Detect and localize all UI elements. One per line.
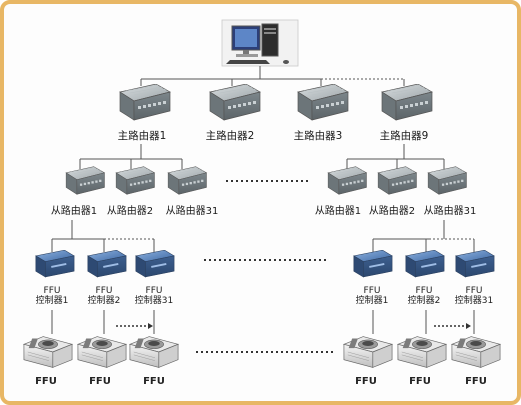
ffu-left-31-label: FFU	[143, 376, 165, 387]
ffu-left-1-label: FFU	[35, 376, 57, 387]
ffu-left-2-icon	[77, 336, 127, 368]
ffu-right-2-icon	[397, 336, 447, 368]
main-router-1-label: 主路由器1	[117, 130, 167, 142]
ffu-arrow-right	[434, 323, 471, 329]
sub-router-right-1-icon	[327, 166, 367, 195]
ffu-right-1-icon	[343, 336, 393, 368]
controller-right-31-type: FFU	[465, 286, 483, 296]
sub-router-left-31-icon	[167, 166, 207, 195]
main-router-2-label: 主路由器2	[205, 130, 255, 142]
right-sub-bus	[346, 144, 445, 169]
ffu-links	[51, 310, 475, 334]
right-ctrl-bus	[372, 220, 475, 252]
ffu-left-1-icon	[23, 336, 73, 368]
sub-router-left-1-label: 从路由器1	[50, 206, 98, 217]
controller-left-2-name: 控制器2	[87, 296, 121, 306]
main-router-3-label: 主路由器3	[293, 130, 343, 142]
controller-right-1-name: 控制器1	[355, 296, 389, 306]
controller-left-31-icon	[135, 250, 175, 278]
network-topology-diagram	[23, 19, 501, 368]
main-router-3-icon	[297, 84, 349, 121]
main-router-2-icon	[209, 84, 261, 121]
sub-router-left-31-label: 从路由器31	[165, 206, 219, 217]
controller-left-2-type: FFU	[95, 286, 113, 296]
sub-router-right-31-label: 从路由器31	[423, 206, 477, 217]
controller-right-2-type: FFU	[415, 286, 433, 296]
ffu-right-31-icon	[451, 336, 501, 368]
controller-right-1-icon	[353, 250, 393, 278]
ffu-right-2-label: FFU	[409, 376, 431, 387]
sub-router-right-1-label: 从路由器1	[314, 206, 362, 217]
controller-left-1-icon	[35, 250, 75, 278]
controller-right-31-name: 控制器31	[454, 296, 494, 306]
controller-left-2-icon	[87, 250, 127, 278]
controller-right-2-icon	[405, 250, 445, 278]
main-router-1-icon	[119, 84, 171, 121]
sub-router-right-31-icon	[427, 166, 467, 195]
controller-left-1-name: 控制器1	[35, 296, 69, 306]
sub-router-left-2-label: 从路由器2	[106, 206, 154, 217]
sub-router-right-2-label: 从路由器2	[368, 206, 416, 217]
ffu-right-31-label: FFU	[465, 376, 487, 387]
main-router-9-label: 主路由器9	[379, 130, 429, 142]
left-ctrl-bus	[51, 220, 155, 252]
ffu-right-1-label: FFU	[355, 376, 377, 387]
sub-router-left-2-icon	[115, 166, 155, 195]
controller-right-1-type: FFU	[363, 286, 381, 296]
sub-router-right-2-icon	[377, 166, 417, 195]
main-bus	[140, 66, 405, 86]
sub-router-left-1-icon	[65, 166, 105, 195]
main-router-9-icon	[381, 84, 433, 121]
left-sub-bus	[79, 144, 183, 169]
controller-right-31-icon	[455, 250, 495, 278]
ffu-arrow-left	[116, 323, 153, 329]
ffu-left-31-icon	[129, 336, 179, 368]
controller-left-1-type: FFU	[43, 286, 61, 296]
controller-left-31-name: 控制器31	[134, 296, 174, 306]
controller-right-2-name: 控制器2	[407, 296, 441, 306]
controller-left-31-type: FFU	[145, 286, 163, 296]
ffu-left-2-label: FFU	[89, 376, 111, 387]
computer-icon	[221, 19, 299, 67]
